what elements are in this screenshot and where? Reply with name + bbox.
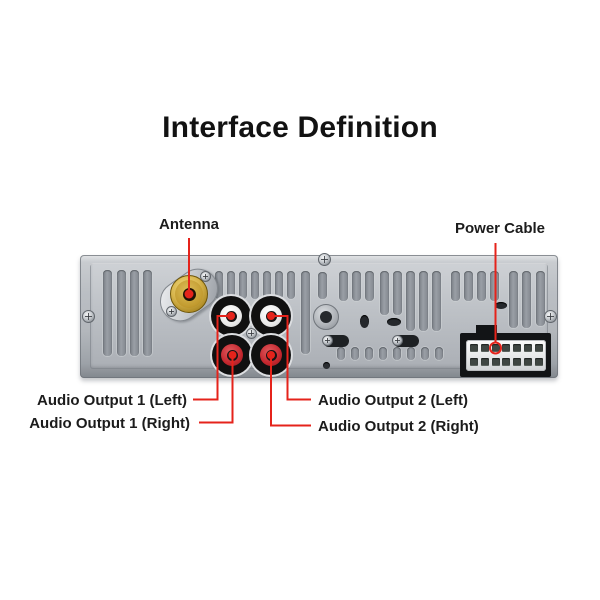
vent-slot [352, 271, 361, 301]
power-pin [513, 358, 522, 366]
vent-slot [536, 271, 545, 326]
vent-slot [432, 271, 441, 331]
power-cable-socket [466, 340, 546, 371]
chassis-screw-icon [544, 310, 557, 323]
vent-slot [365, 347, 373, 360]
vent-slot [421, 347, 429, 360]
panel-screw-icon [392, 335, 403, 346]
vent-slot [393, 271, 402, 315]
rca-hole [226, 349, 238, 361]
power-pin [502, 344, 511, 352]
vent-slot [318, 272, 327, 299]
audio-output-1-right-jack [212, 335, 252, 375]
audio-output-1-left-label: Audio Output 1 (Left) [37, 392, 187, 409]
vent-slot [435, 347, 443, 360]
audio-output-1-left-jack [211, 296, 251, 336]
vent-slot [263, 271, 271, 299]
power-cable-label: Power Cable [454, 220, 546, 237]
vent-slot [379, 347, 387, 360]
power-pin [524, 344, 532, 352]
chassis-screw-icon [318, 253, 331, 266]
antenna-plate-screw-icon [166, 306, 177, 317]
vent-slot [275, 271, 283, 299]
vent-slot [406, 271, 415, 331]
vent-slot [419, 271, 428, 331]
vent-slot [477, 271, 486, 301]
vent-slot [287, 271, 295, 299]
antenna-label: Antenna [159, 216, 219, 233]
vent-slot [239, 271, 247, 299]
vent-slot [301, 271, 310, 354]
vent-slot [337, 347, 345, 360]
chassis-screw-icon [82, 310, 95, 323]
vent-slot [451, 271, 460, 301]
round-jack-hole [320, 311, 332, 323]
vent-hole [387, 318, 401, 326]
vent-hole [360, 315, 369, 328]
vent-slot [117, 270, 126, 356]
vent-slot [339, 271, 348, 301]
audio-output-1-right-label: Audio Output 1 (Right) [29, 415, 190, 432]
vent-slot [251, 271, 259, 299]
vent-slot [365, 271, 374, 301]
power-pin [524, 358, 532, 366]
vent-hole [495, 302, 507, 309]
antenna-plate-screw-icon [200, 271, 211, 282]
stereo-rear-panel [80, 253, 558, 378]
power-pin [491, 358, 500, 366]
power-pin [470, 344, 478, 352]
vent-slot [130, 270, 139, 356]
power-pin [491, 344, 500, 352]
rca-hole [265, 310, 277, 322]
audio-output-2-left-label: Audio Output 2 (Left) [318, 392, 468, 409]
audio-output-2-right-label: Audio Output 2 (Right) [318, 418, 479, 435]
rca-hole [225, 310, 237, 322]
power-pin [534, 358, 543, 366]
vent-slot [407, 347, 415, 360]
vent-slot [143, 270, 152, 356]
power-pin [470, 358, 478, 366]
diagram-title: Interface Definition [162, 111, 438, 144]
power-pin [513, 344, 522, 352]
rca-hole [265, 349, 277, 361]
power-pin [480, 358, 489, 366]
vent-slot [393, 347, 401, 360]
pin-hole [323, 362, 330, 369]
panel-screw-icon [245, 327, 257, 339]
power-pin [534, 344, 543, 352]
vent-slot [509, 271, 518, 328]
vent-slot [380, 271, 389, 315]
audio-output-2-right-jack [251, 335, 291, 375]
vent-slot [227, 271, 235, 299]
power-pin [502, 358, 511, 366]
vent-slot [490, 271, 499, 301]
vent-slot [103, 270, 112, 356]
vent-slot [215, 271, 223, 299]
antenna-jack-hole [183, 288, 196, 301]
vent-slot [464, 271, 473, 301]
power-connector-tab [476, 325, 497, 335]
vent-slot [351, 347, 359, 360]
round-jack [313, 304, 339, 330]
vent-slot [522, 271, 531, 328]
audio-output-2-left-jack [251, 296, 291, 336]
power-pin [480, 344, 489, 352]
panel-screw-icon [322, 335, 333, 346]
antenna-jack [170, 275, 208, 313]
